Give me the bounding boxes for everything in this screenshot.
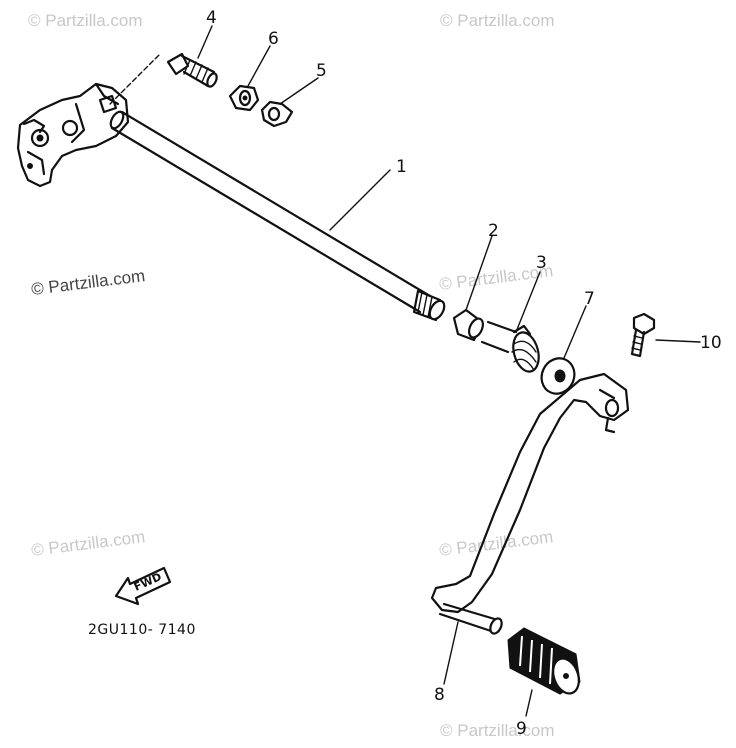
callout-8: 8 — [434, 685, 445, 705]
leader-lines — [197, 25, 701, 717]
forward-direction-badge: FWD — [114, 566, 172, 606]
part-6-nut — [228, 84, 260, 112]
callout-numbers: 4 6 5 1 2 3 7 10 8 9 — [206, 8, 722, 739]
part-5-lock-washer — [260, 100, 294, 128]
part-9-pedal-rubber — [507, 627, 581, 695]
watermark-top-right: © Partzilla.com — [440, 11, 555, 30]
callout-5: 5 — [316, 61, 327, 81]
watermark-mid-left: © Partzilla.com — [30, 266, 146, 299]
part-2-collar — [452, 308, 484, 342]
callout-9: 9 — [516, 719, 527, 739]
watermark-bottom-right: © Partzilla.com — [440, 721, 555, 740]
callout-4: 4 — [206, 8, 217, 28]
part-4-stud-bolt — [166, 52, 218, 88]
callout-2: 2 — [488, 221, 499, 241]
callout-6: 6 — [268, 29, 279, 49]
shift-shaft — [109, 110, 446, 322]
watermark-top-left: © Partzilla.com — [28, 11, 143, 30]
part-3-return-spring — [480, 320, 540, 373]
callout-3: 3 — [536, 253, 547, 273]
callout-7: 7 — [584, 289, 595, 309]
part-7-washer — [540, 357, 576, 395]
callout-10: 10 — [700, 333, 722, 353]
callout-1: 1 — [396, 157, 407, 177]
shift-arm-assembly — [16, 53, 161, 188]
watermark-lower-right: © Partzilla.com — [438, 527, 554, 560]
shift-pedal-lever — [430, 372, 630, 635]
part-10-bolt — [630, 312, 656, 358]
diagram-code: 2GU110- 7140 — [88, 622, 196, 638]
forward-label: FWD — [132, 570, 164, 594]
watermark-lower-left: © Partzilla.com — [30, 527, 146, 560]
